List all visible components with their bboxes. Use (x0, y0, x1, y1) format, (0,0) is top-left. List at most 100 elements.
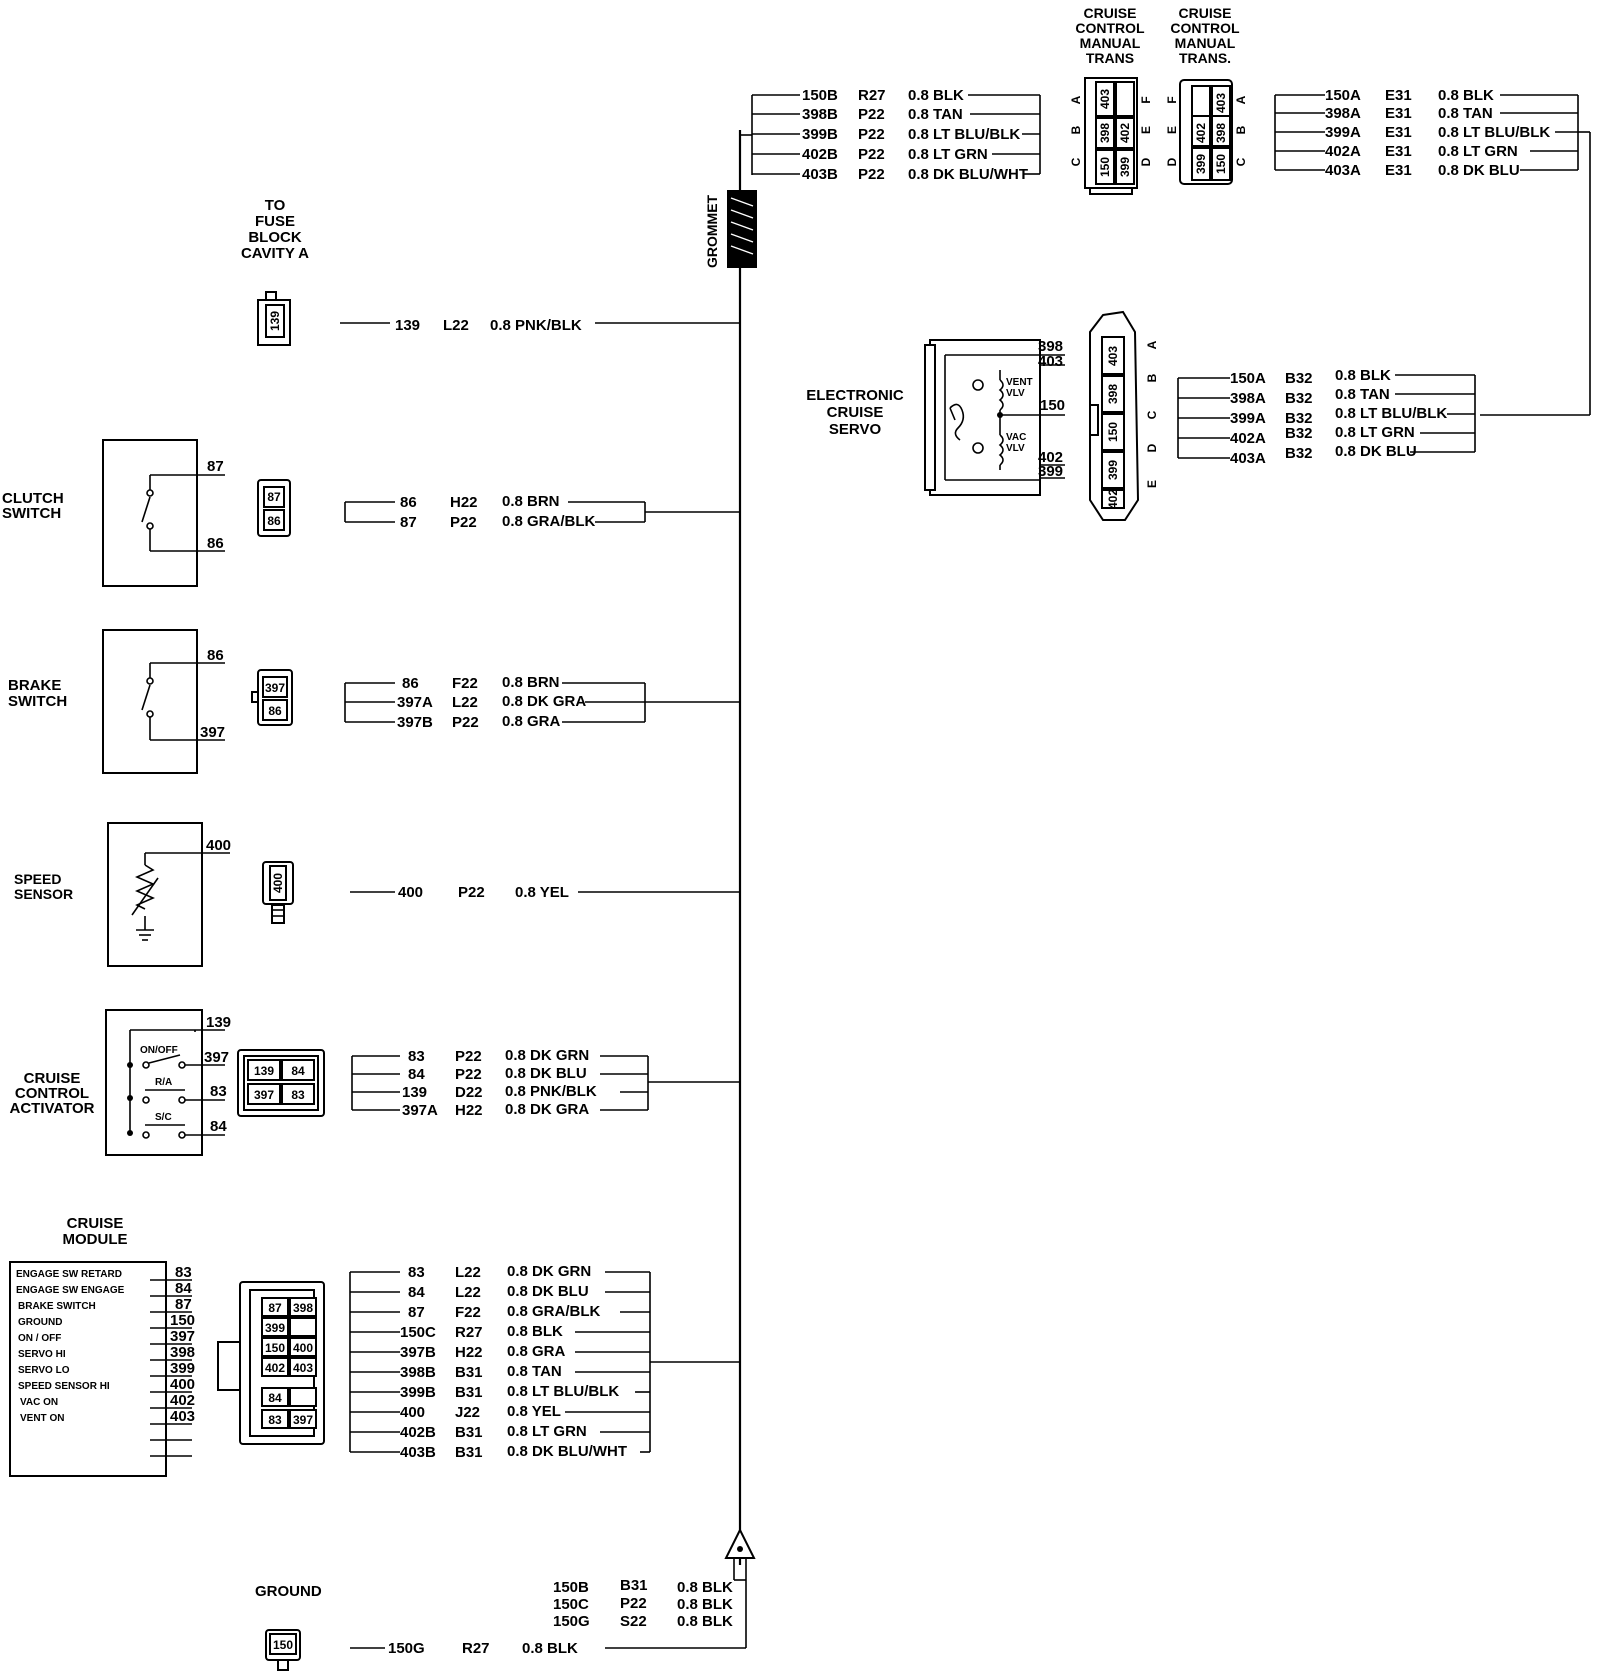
wire-row: 399B P22 0.8 LT BLU/BLK (752, 126, 1040, 143)
module-pin: 398 (170, 1344, 195, 1361)
pin-cell: 399 (1106, 460, 1120, 480)
wire-circuit: 399A (1325, 124, 1361, 141)
wire-color: 0.8 DK BLU/WHT (908, 166, 1028, 183)
pin-letter: A (1069, 95, 1083, 104)
wire-row: 397B H22 0.8 GRA (350, 1343, 650, 1361)
module-function: VENT ON (20, 1413, 64, 1424)
wire-color: 0.8 BLK (1438, 87, 1494, 104)
pin-letter: A (1234, 95, 1248, 104)
wire-color: 0.8 BLK (677, 1579, 733, 1596)
cruise-module-label: CRUISE (67, 1215, 124, 1232)
wire-color: 0.8 YEL (515, 884, 569, 901)
pin-letter: C (1145, 410, 1159, 419)
cc-trans1-label: CRUISE (1084, 5, 1137, 21)
wire-code: L22 (443, 317, 469, 334)
activator-wire-group: 83 P22 0.8 DK GRN 84 P22 0.8 DK BLU 139 … (351, 1047, 740, 1119)
activator-terminal: 139 (206, 1014, 231, 1031)
wire-code: B31 (455, 1444, 483, 1461)
pin-letter: E (1145, 480, 1159, 488)
wire-color: 0.8 BLK (1335, 367, 1391, 384)
cc-trans2-label: CRUISE (1179, 5, 1232, 21)
wire-code: R27 (455, 1324, 483, 1341)
pin-letter: F (1165, 96, 1179, 103)
wire-circuit: 150C (400, 1324, 436, 1341)
cc-trans2-label-line: TRANS. (1179, 50, 1231, 66)
wire-color: 0.8 DK GRA (502, 693, 586, 710)
pin-cell: 86 (267, 514, 281, 528)
cruise-module: CRUISE MODULE ENGAGE SW RETARD ENGAGE SW… (9, 1215, 325, 1477)
wire-circuit: 402B (802, 146, 838, 163)
wire-row: 403B B31 0.8 DK BLU/WHT (350, 1443, 650, 1461)
pin-cell: 83 (268, 1413, 282, 1427)
brake-wire-group: 86 F22 0.8 BRN 397A L22 0.8 DK GRA 397B … (344, 674, 740, 731)
pin-cell: 400 (293, 1341, 313, 1355)
wire-row: 87 F22 0.8 GRA/BLK (350, 1303, 650, 1321)
servo-connector: 403 398 150 399 402 A B C D E (1089, 310, 1159, 521)
vent-vlv-label-line: VLV (1006, 388, 1025, 399)
servo-terminal: 150 (1040, 397, 1065, 414)
module-pin: 402 (170, 1392, 195, 1409)
wire-circuit: 150A (1230, 370, 1266, 387)
wire-circuit: 400 (398, 884, 423, 901)
wire-code: L22 (455, 1264, 481, 1281)
wire-code: P22 (858, 106, 885, 123)
activator-terminal: 84 (210, 1118, 227, 1135)
wire-color: 0.8 TAN (507, 1363, 562, 1380)
wire-code: P22 (452, 714, 479, 731)
cruise-module-label-line: MODULE (63, 1231, 128, 1248)
pin-cell: 397 (254, 1088, 274, 1102)
servo-terminal: 398 (1038, 338, 1063, 355)
module-function: SERVO HI (18, 1349, 66, 1360)
wire-code: P22 (858, 166, 885, 183)
wire-circuit: 403B (802, 166, 838, 183)
wire-code: E31 (1385, 87, 1412, 104)
wire-circuit: 397B (397, 714, 433, 731)
wire-code: P22 (458, 884, 485, 901)
wire-code: D22 (455, 1084, 483, 1101)
pin-letter: B (1069, 125, 1083, 134)
wire-row: 84 L22 0.8 DK BLU (350, 1283, 650, 1301)
module-pin-list: 83 84 87 150 397 398 399 400 402 403 (150, 1264, 195, 1457)
pin-letter: C (1234, 157, 1248, 166)
pin-cell: 402 (265, 1361, 285, 1375)
wire-color: 0.8 LT GRN (908, 146, 988, 163)
wire-circuit: 150B (802, 87, 838, 104)
pin-letter: B (1234, 125, 1248, 134)
r-a-label: R/A (155, 1077, 172, 1088)
wire-color: 0.8 GRA (507, 1343, 566, 1360)
wire-code: B31 (620, 1577, 648, 1594)
activator-label-line: ACTIVATOR (10, 1100, 95, 1117)
fuse-block-label-line: BLOCK (248, 229, 301, 246)
activator-terminal: 397 (204, 1049, 229, 1066)
wire-code: P22 (455, 1066, 482, 1083)
wire-color: 0.8 BLK (507, 1323, 563, 1340)
pin-cell: 399 (265, 1321, 285, 1335)
wire-code: R27 (858, 87, 886, 104)
pin-cell: 87 (267, 490, 281, 504)
wire-code: R27 (462, 1640, 490, 1657)
pin-cell: 150 (1106, 422, 1120, 442)
wire-circuit: 150C (553, 1596, 589, 1613)
wire-code: B32 (1285, 370, 1313, 387)
wire-code: S22 (620, 1613, 647, 1630)
wire-code: B31 (455, 1424, 483, 1441)
module-pin: 87 (175, 1296, 192, 1313)
activator-label: CRUISE (24, 1070, 81, 1087)
pin-cell: 139 (254, 1064, 274, 1078)
speed-sensor: SPEED SENSOR 400 400 400 P22 0.8 YEL (14, 822, 740, 967)
wire-circuit: 84 (408, 1284, 425, 1301)
wire-circuit: 139 (395, 317, 420, 334)
module-function: VAC ON (20, 1397, 58, 1408)
servo-terminal: 402 (1038, 449, 1063, 466)
module-pin: 400 (170, 1376, 195, 1393)
activator-terminal: 83 (210, 1083, 227, 1100)
wire-code: H22 (450, 494, 478, 511)
clutch-terminal: 86 (207, 535, 224, 552)
module-function-list: ENGAGE SW RETARD ENGAGE SW ENGAGE BRAKE … (16, 1269, 125, 1424)
wire-row: 150A E31 0.8 BLK (1275, 87, 1578, 104)
wire-circuit: 397B (400, 1344, 436, 1361)
cc-trans2-wire-group: 150A E31 0.8 BLK 398A E31 0.8 TAN 399A E… (1274, 87, 1591, 416)
wire-color: 0.8 BLK (908, 87, 964, 104)
wire-circuit: 84 (408, 1066, 425, 1083)
